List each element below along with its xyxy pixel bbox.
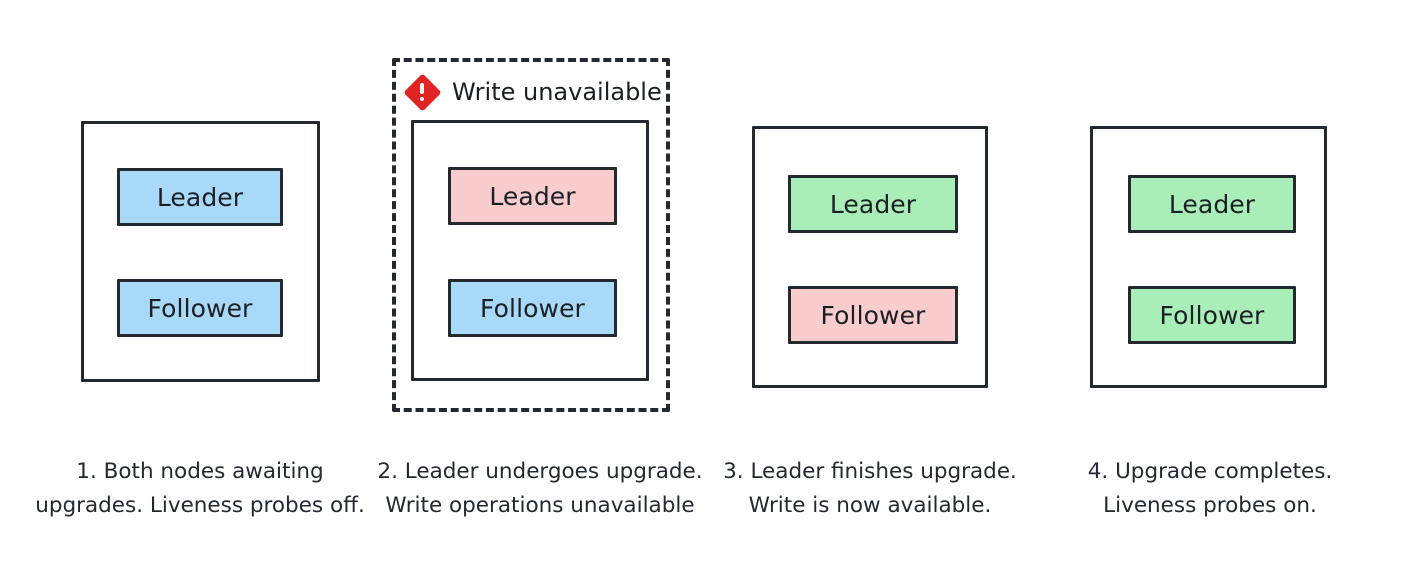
role-chip-follower-2: Follower	[448, 279, 617, 337]
write-unavailable-outline	[392, 58, 670, 412]
caption-3: 3. Leader finishes upgrade. Write is now…	[723, 459, 1017, 518]
role-label: Follower	[1159, 300, 1265, 330]
role-chip-leader-3: Leader	[788, 175, 958, 233]
caption-1: 1. Both nodes awaiting upgrades. Livenes…	[35, 459, 365, 518]
caption-4: 4. Upgrade completes. Liveness probes on…	[1087, 459, 1333, 518]
node-container-2: Leader Follower	[411, 120, 649, 381]
role-label: Follower	[147, 293, 253, 323]
role-label: Leader	[156, 182, 244, 212]
role-chip-leader-1: Leader	[117, 168, 283, 226]
role-label: Leader	[829, 189, 917, 219]
panel-2: Write unavailable Leader Follower 2. Lea…	[340, 0, 740, 576]
warning-banner: Write unavailable	[402, 72, 662, 112]
role-label: Leader	[1168, 189, 1256, 219]
panel-1: Leader Follower 1. Both nodes awaiting u…	[0, 0, 400, 576]
role-label: Leader	[489, 181, 576, 211]
panel-3: Leader Follower 3. Leader finishes upgra…	[700, 0, 1050, 576]
node-container-3: Leader Follower	[752, 126, 988, 388]
role-chip-leader-2: Leader	[448, 167, 617, 225]
role-chip-leader-4: Leader	[1128, 175, 1296, 233]
role-chip-follower-3: Follower	[788, 286, 958, 344]
role-label: Follower	[480, 293, 585, 323]
role-label: Follower	[820, 300, 926, 330]
node-container-1: Leader Follower	[81, 121, 320, 382]
role-chip-follower-4: Follower	[1128, 286, 1296, 344]
warning-diamond-icon	[402, 72, 442, 112]
node-container-4: Leader Follower	[1090, 126, 1327, 388]
warning-label: Write unavailable	[452, 78, 662, 106]
panel-4: Leader Follower 4. Upgrade completes. Li…	[1040, 0, 1390, 576]
role-chip-follower-1: Follower	[117, 279, 283, 337]
caption-2: 2. Leader undergoes upgrade. Write opera…	[377, 459, 703, 518]
